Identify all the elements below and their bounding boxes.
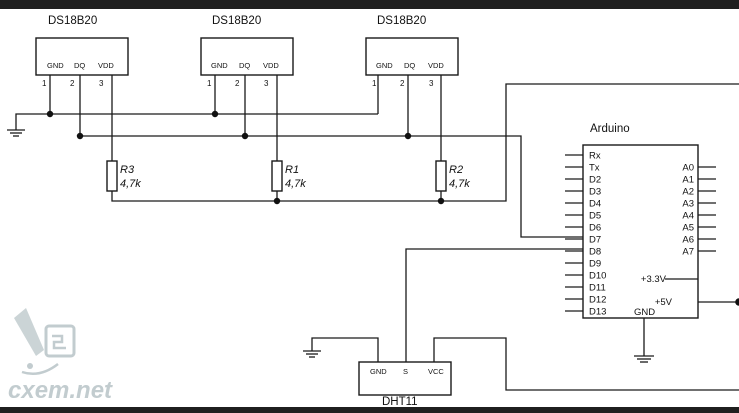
arduino-board: Arduino RxTxD2D3D4D5D6D7D8D9D10D11D12D13… xyxy=(565,123,716,319)
sensor-2-name: DS18B20 xyxy=(212,15,261,27)
ds18b20-sensor-2: DS18B20 GND DQ VDD 1 2 3 xyxy=(200,15,294,88)
dht11-name: DHT11 xyxy=(382,396,418,408)
resistor-r2-ref: R2 xyxy=(449,164,463,176)
sensor-2-pin-dq: DQ xyxy=(239,61,250,70)
sensor-1-pin-vdd: VDD xyxy=(98,61,114,70)
sensor-3-pin-gnd: GND xyxy=(376,61,393,70)
arduino-right-pin-label: A1 xyxy=(682,175,694,186)
sensor-2-pin-number-3: 3 xyxy=(264,79,269,88)
arduino-right-pin-label: A0 xyxy=(682,163,694,174)
ds18b20-sensor-1: DS18B20 GND DQ VDD 1 2 3 xyxy=(35,15,129,88)
ground-symbol-arduino xyxy=(634,355,654,363)
sensor-3-pin-number-2: 2 xyxy=(400,79,405,88)
arduino-right-pin-label: A7 xyxy=(682,247,694,258)
arduino-left-pin-label: D10 xyxy=(589,271,606,282)
resistor-r1-ref: R1 xyxy=(285,164,299,176)
arduino-right-pin-label: A4 xyxy=(682,211,694,222)
arduino-right-pin-label: A5 xyxy=(682,223,694,234)
dht11-pin-vcc: VCC xyxy=(428,367,444,376)
resistor-r2: R2 4,7k xyxy=(435,160,470,192)
sensor-1-pin-number-3: 3 xyxy=(99,79,104,88)
arduino-left-pin-label: D11 xyxy=(589,283,606,294)
sensor-3-pin-number-1: 1 xyxy=(372,79,377,88)
sensor-3-name: DS18B20 xyxy=(377,15,426,27)
arduino-left-pin-label: D12 xyxy=(589,295,606,306)
arduino-left-pin-label: D13 xyxy=(589,307,606,318)
arduino-left-pin-label: D7 xyxy=(589,235,601,246)
ground-symbol-left xyxy=(7,129,25,137)
arduino-5v-label: +5V xyxy=(655,297,673,308)
resistor-r3: R3 4,7k xyxy=(106,160,141,192)
dht11-body xyxy=(358,361,452,396)
dht11-pin-s: S xyxy=(403,367,408,376)
sensor-2-pin-number-2: 2 xyxy=(235,79,240,88)
resistor-r3-ref: R3 xyxy=(120,164,135,176)
arduino-left-pin-label: Rx xyxy=(589,151,601,162)
sensor-1-pin-number-2: 2 xyxy=(70,79,75,88)
sensor-2-pin-vdd: VDD xyxy=(263,61,279,70)
arduino-left-pin-label: Tx xyxy=(589,163,600,174)
arduino-left-pin-label: D6 xyxy=(589,223,601,234)
sensor-3-pin-number-3: 3 xyxy=(429,79,434,88)
arduino-gnd-label: GND xyxy=(634,307,655,318)
sensor-1-name: DS18B20 xyxy=(48,15,97,27)
arduino-right-pin-label: A6 xyxy=(682,235,694,246)
resistor-r1-value: 4,7k xyxy=(285,178,306,190)
arduino-left-pin-label: D9 xyxy=(589,259,601,270)
resistor-r3-value: 4,7k xyxy=(120,178,141,190)
wires xyxy=(15,75,739,391)
arduino-right-pin-label: A3 xyxy=(682,199,694,210)
arduino-title: Arduino xyxy=(590,123,630,135)
arduino-left-pin-label: D2 xyxy=(589,175,601,186)
arduino-left-pin-label: D3 xyxy=(589,187,601,198)
sensor-1-body xyxy=(35,37,129,76)
ground-symbol-dht xyxy=(303,350,321,358)
resistor-r2-value: 4,7k xyxy=(449,178,470,190)
sensor-1-pin-dq: DQ xyxy=(74,61,85,70)
sensor-2-body xyxy=(200,37,294,76)
arduino-3v3-label: +3.3V xyxy=(641,274,667,285)
bottom-frame-bar xyxy=(0,407,739,413)
watermark-text: cxem.net xyxy=(8,377,113,404)
arduino-left-pin-label: D8 xyxy=(589,247,601,258)
sensor-3-pin-dq: DQ xyxy=(404,61,415,70)
sensor-1-pin-number-1: 1 xyxy=(42,79,47,88)
sensor-1-pin-gnd: GND xyxy=(47,61,64,70)
junction-dots xyxy=(46,110,739,306)
dht11-sensor: GND S VCC DHT11 xyxy=(358,361,452,408)
sensor-3-pin-vdd: VDD xyxy=(428,61,444,70)
arduino-left-pin-label: D5 xyxy=(589,211,601,222)
dht11-pin-gnd: GND xyxy=(370,367,387,376)
top-frame-bar xyxy=(0,0,739,9)
arduino-body xyxy=(582,144,699,319)
cxem-logo xyxy=(14,308,76,375)
sensor-2-pin-gnd: GND xyxy=(211,61,228,70)
arduino-right-pin-label: A2 xyxy=(682,187,694,198)
sensor-2-pin-number-1: 1 xyxy=(207,79,212,88)
resistor-r1: R1 4,7k xyxy=(271,160,306,192)
sensor-3-body xyxy=(365,37,459,76)
arduino-left-pin-label: D4 xyxy=(589,199,601,210)
ds18b20-sensor-3: DS18B20 GND DQ VDD 1 2 3 xyxy=(365,15,459,88)
